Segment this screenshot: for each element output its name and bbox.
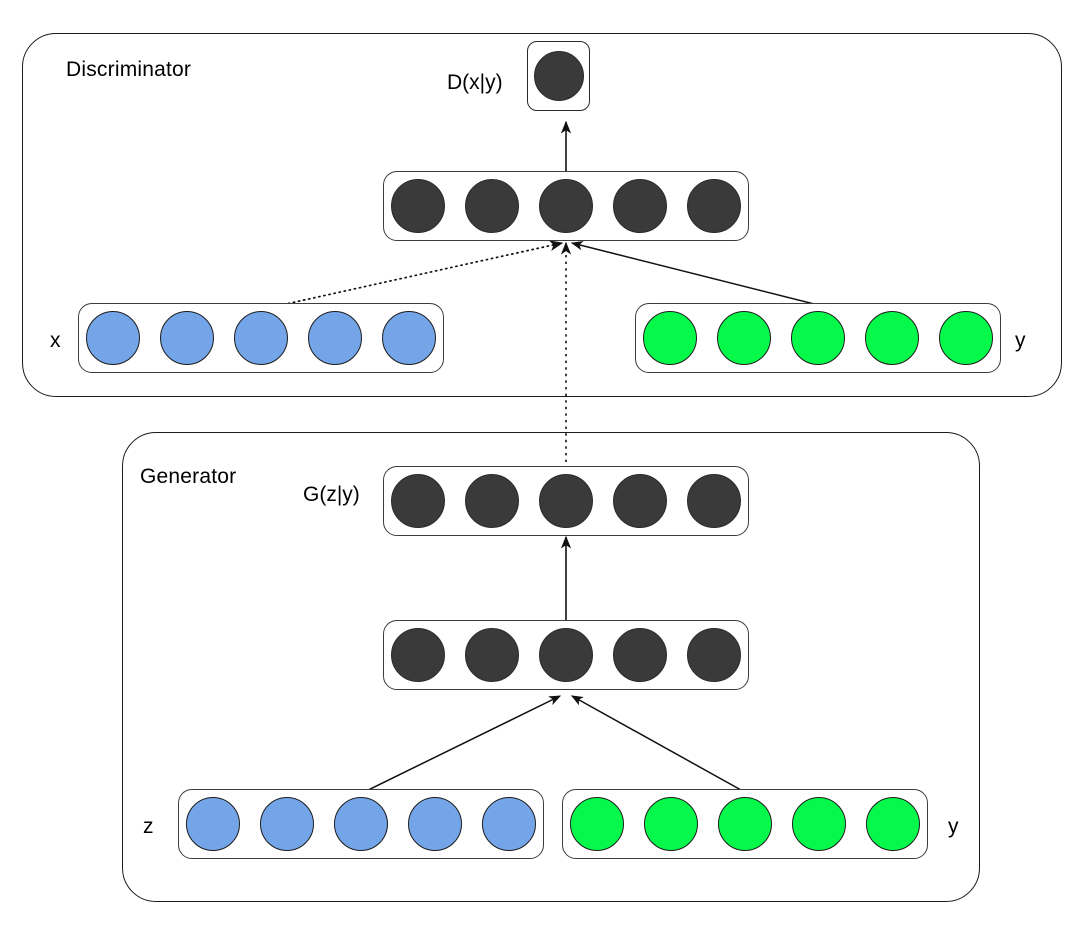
generator-output-node	[613, 474, 667, 528]
discriminator-hidden-layer	[383, 171, 749, 241]
generator-hidden-node	[465, 628, 519, 682]
generator-hidden-node	[539, 628, 593, 682]
hidden-node	[687, 179, 741, 233]
generator-hidden-node	[687, 628, 741, 682]
generator-input-y-node	[570, 797, 624, 851]
generator-input-z-label: z	[143, 815, 154, 838]
generator-input-y-label: y	[948, 815, 959, 838]
generator-output-node	[465, 474, 519, 528]
generator-input-y-layer	[562, 789, 928, 859]
generator-hidden-layer	[383, 620, 749, 690]
discriminator-output-node	[533, 51, 584, 101]
generator-input-y-node	[866, 797, 920, 851]
generator-hidden-node	[391, 628, 445, 682]
discriminator-input-x-layer	[78, 303, 444, 373]
input-x-node	[86, 311, 140, 365]
generator-module-box	[122, 432, 980, 902]
hidden-node	[465, 179, 519, 233]
hidden-node	[613, 179, 667, 233]
hidden-node	[391, 179, 445, 233]
input-z-node	[482, 797, 536, 851]
generator-title: Generator	[140, 465, 237, 488]
input-y-node	[939, 311, 993, 365]
discriminator-output-node-group	[527, 41, 590, 111]
hidden-node	[539, 179, 593, 233]
input-z-node	[334, 797, 388, 851]
generator-input-y-node	[644, 797, 698, 851]
discriminator-module-box	[22, 33, 1062, 397]
generator-output-label: G(z|y)	[303, 483, 360, 506]
input-x-node	[234, 311, 288, 365]
generator-hidden-node	[613, 628, 667, 682]
generator-output-node	[687, 474, 741, 528]
input-x-node	[160, 311, 214, 365]
generator-input-y-node	[718, 797, 772, 851]
discriminator-input-y-layer	[635, 303, 1001, 373]
input-y-node	[791, 311, 845, 365]
generator-input-z-layer	[178, 789, 544, 859]
input-z-node	[408, 797, 462, 851]
input-y-node	[717, 311, 771, 365]
discriminator-title: Discriminator	[66, 58, 192, 81]
input-x-node	[308, 311, 362, 365]
generator-input-y-node	[792, 797, 846, 851]
input-z-node	[186, 797, 240, 851]
discriminator-input-y-label: y	[1015, 329, 1026, 352]
input-y-node	[865, 311, 919, 365]
input-z-node	[260, 797, 314, 851]
generator-output-layer	[383, 466, 749, 536]
input-x-node	[382, 311, 436, 365]
generator-output-node	[539, 474, 593, 528]
generator-output-node	[391, 474, 445, 528]
discriminator-input-x-label: x	[50, 329, 61, 352]
discriminator-output-label: D(x|y)	[447, 71, 503, 94]
input-y-node	[643, 311, 697, 365]
